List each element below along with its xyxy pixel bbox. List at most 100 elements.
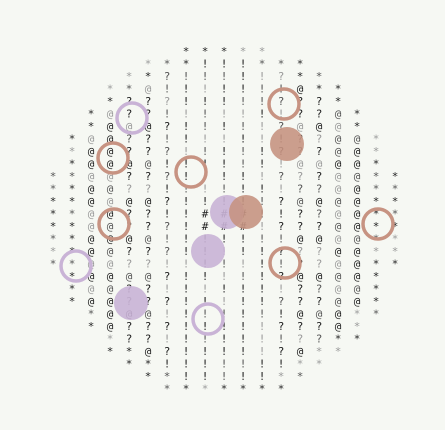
ascii-glyph: ? — [164, 220, 171, 233]
ascii-glyph: ! — [202, 333, 209, 346]
ascii-glyph: ? — [126, 95, 133, 108]
ascii-glyph: ? — [126, 320, 133, 333]
ascii-glyph: ? — [164, 195, 171, 208]
ascii-glyph: ! — [164, 233, 171, 246]
ascii-glyph: @ — [316, 120, 323, 133]
ascii-glyph: @ — [335, 308, 342, 321]
ascii-glyph: @ — [354, 220, 361, 233]
ascii-glyph: @ — [297, 195, 304, 208]
ascii-glyph: ! — [240, 320, 247, 333]
ascii-glyph: ! — [278, 183, 285, 196]
ascii-glyph: ? — [278, 195, 285, 208]
ascii-glyph: ? — [278, 120, 285, 133]
ascii-glyph: ! — [202, 370, 209, 383]
ascii-glyph: @ — [354, 158, 361, 171]
ascii-glyph: * — [392, 233, 399, 246]
ascii-glyph: * — [278, 370, 285, 383]
ascii-glyph: ! — [202, 308, 209, 321]
ascii-glyph: @ — [297, 158, 304, 171]
ascii-glyph: ! — [278, 358, 285, 371]
ascii-glyph: ! — [221, 145, 228, 158]
ring-circle — [268, 246, 302, 280]
ascii-glyph: ! — [259, 108, 266, 121]
ascii-glyph: @ — [107, 195, 114, 208]
ascii-glyph: @ — [297, 345, 304, 358]
ascii-glyph: ! — [183, 83, 190, 96]
ascii-glyph: @ — [88, 133, 95, 146]
ascii-glyph: @ — [88, 220, 95, 233]
ascii-glyph: ? — [145, 258, 152, 271]
ascii-glyph: * — [259, 58, 266, 71]
ascii-glyph: ? — [164, 95, 171, 108]
ascii-glyph: @ — [297, 270, 304, 283]
ascii-glyph: ? — [297, 108, 304, 121]
ascii-glyph: ! — [221, 120, 228, 133]
ascii-glyph: * — [297, 70, 304, 83]
ascii-glyph: @ — [335, 183, 342, 196]
ascii-glyph: ! — [259, 145, 266, 158]
ascii-glyph: * — [107, 345, 114, 358]
ascii-glyph: ? — [126, 145, 133, 158]
ascii-glyph: ! — [240, 295, 247, 308]
ascii-glyph: @ — [335, 108, 342, 121]
ascii-glyph: ! — [221, 158, 228, 171]
ascii-glyph: ! — [259, 333, 266, 346]
ascii-glyph: ? — [278, 170, 285, 183]
ascii-glyph: ! — [183, 208, 190, 221]
ascii-glyph: ? — [316, 133, 323, 146]
ascii-glyph: @ — [145, 120, 152, 133]
ascii-glyph: ! — [164, 158, 171, 171]
ascii-glyph: ? — [145, 245, 152, 258]
ascii-glyph: ? — [145, 95, 152, 108]
ascii-glyph: @ — [107, 308, 114, 321]
ascii-glyph: * — [88, 308, 95, 321]
ascii-glyph: * — [354, 333, 361, 346]
ascii-glyph: @ — [107, 220, 114, 233]
ascii-glyph: ? — [297, 245, 304, 258]
ascii-glyph: ! — [183, 258, 190, 271]
ascii-glyph: ? — [126, 133, 133, 146]
ascii-glyph: ? — [297, 183, 304, 196]
ascii-glyph: * — [373, 258, 380, 271]
ascii-glyph: ! — [240, 308, 247, 321]
ascii-glyph: @ — [107, 170, 114, 183]
ascii-glyph: * — [392, 183, 399, 196]
ascii-glyph: @ — [107, 245, 114, 258]
ascii-glyph: * — [297, 358, 304, 371]
ascii-glyph: * — [126, 358, 133, 371]
ascii-glyph: ! — [164, 333, 171, 346]
ascii-glyph: * — [373, 270, 380, 283]
ascii-glyph: @ — [145, 158, 152, 171]
ascii-glyph: ! — [259, 95, 266, 108]
ascii-glyph: @ — [335, 320, 342, 333]
ascii-glyph: ! — [259, 320, 266, 333]
ascii-glyph: ? — [145, 170, 152, 183]
filled-circle — [229, 195, 263, 229]
ascii-glyph: ? — [145, 283, 152, 296]
ascii-glyph: * — [392, 195, 399, 208]
ascii-glyph: @ — [354, 208, 361, 221]
ascii-glyph: ! — [183, 358, 190, 371]
ascii-glyph: * — [278, 58, 285, 71]
ascii-glyph: * — [69, 133, 76, 146]
ascii-glyph: * — [354, 320, 361, 333]
ascii-glyph: * — [50, 183, 57, 196]
ascii-glyph: * — [126, 70, 133, 83]
ascii-glyph: @ — [335, 220, 342, 233]
ascii-glyph: ? — [316, 170, 323, 183]
ascii-glyph: * — [126, 83, 133, 96]
ascii-glyph: * — [316, 345, 323, 358]
ascii-glyph: ! — [183, 233, 190, 246]
ascii-glyph: ! — [259, 370, 266, 383]
ascii-glyph: ? — [164, 320, 171, 333]
ascii-glyph: ! — [221, 95, 228, 108]
ascii-glyph: * — [69, 170, 76, 183]
ascii-glyph: ? — [297, 170, 304, 183]
ascii-glyph: * — [69, 233, 76, 246]
ascii-glyph: @ — [107, 133, 114, 146]
ascii-glyph: ? — [126, 333, 133, 346]
ascii-glyph: ! — [221, 233, 228, 246]
ascii-glyph: ! — [221, 295, 228, 308]
ascii-glyph: ! — [240, 58, 247, 71]
